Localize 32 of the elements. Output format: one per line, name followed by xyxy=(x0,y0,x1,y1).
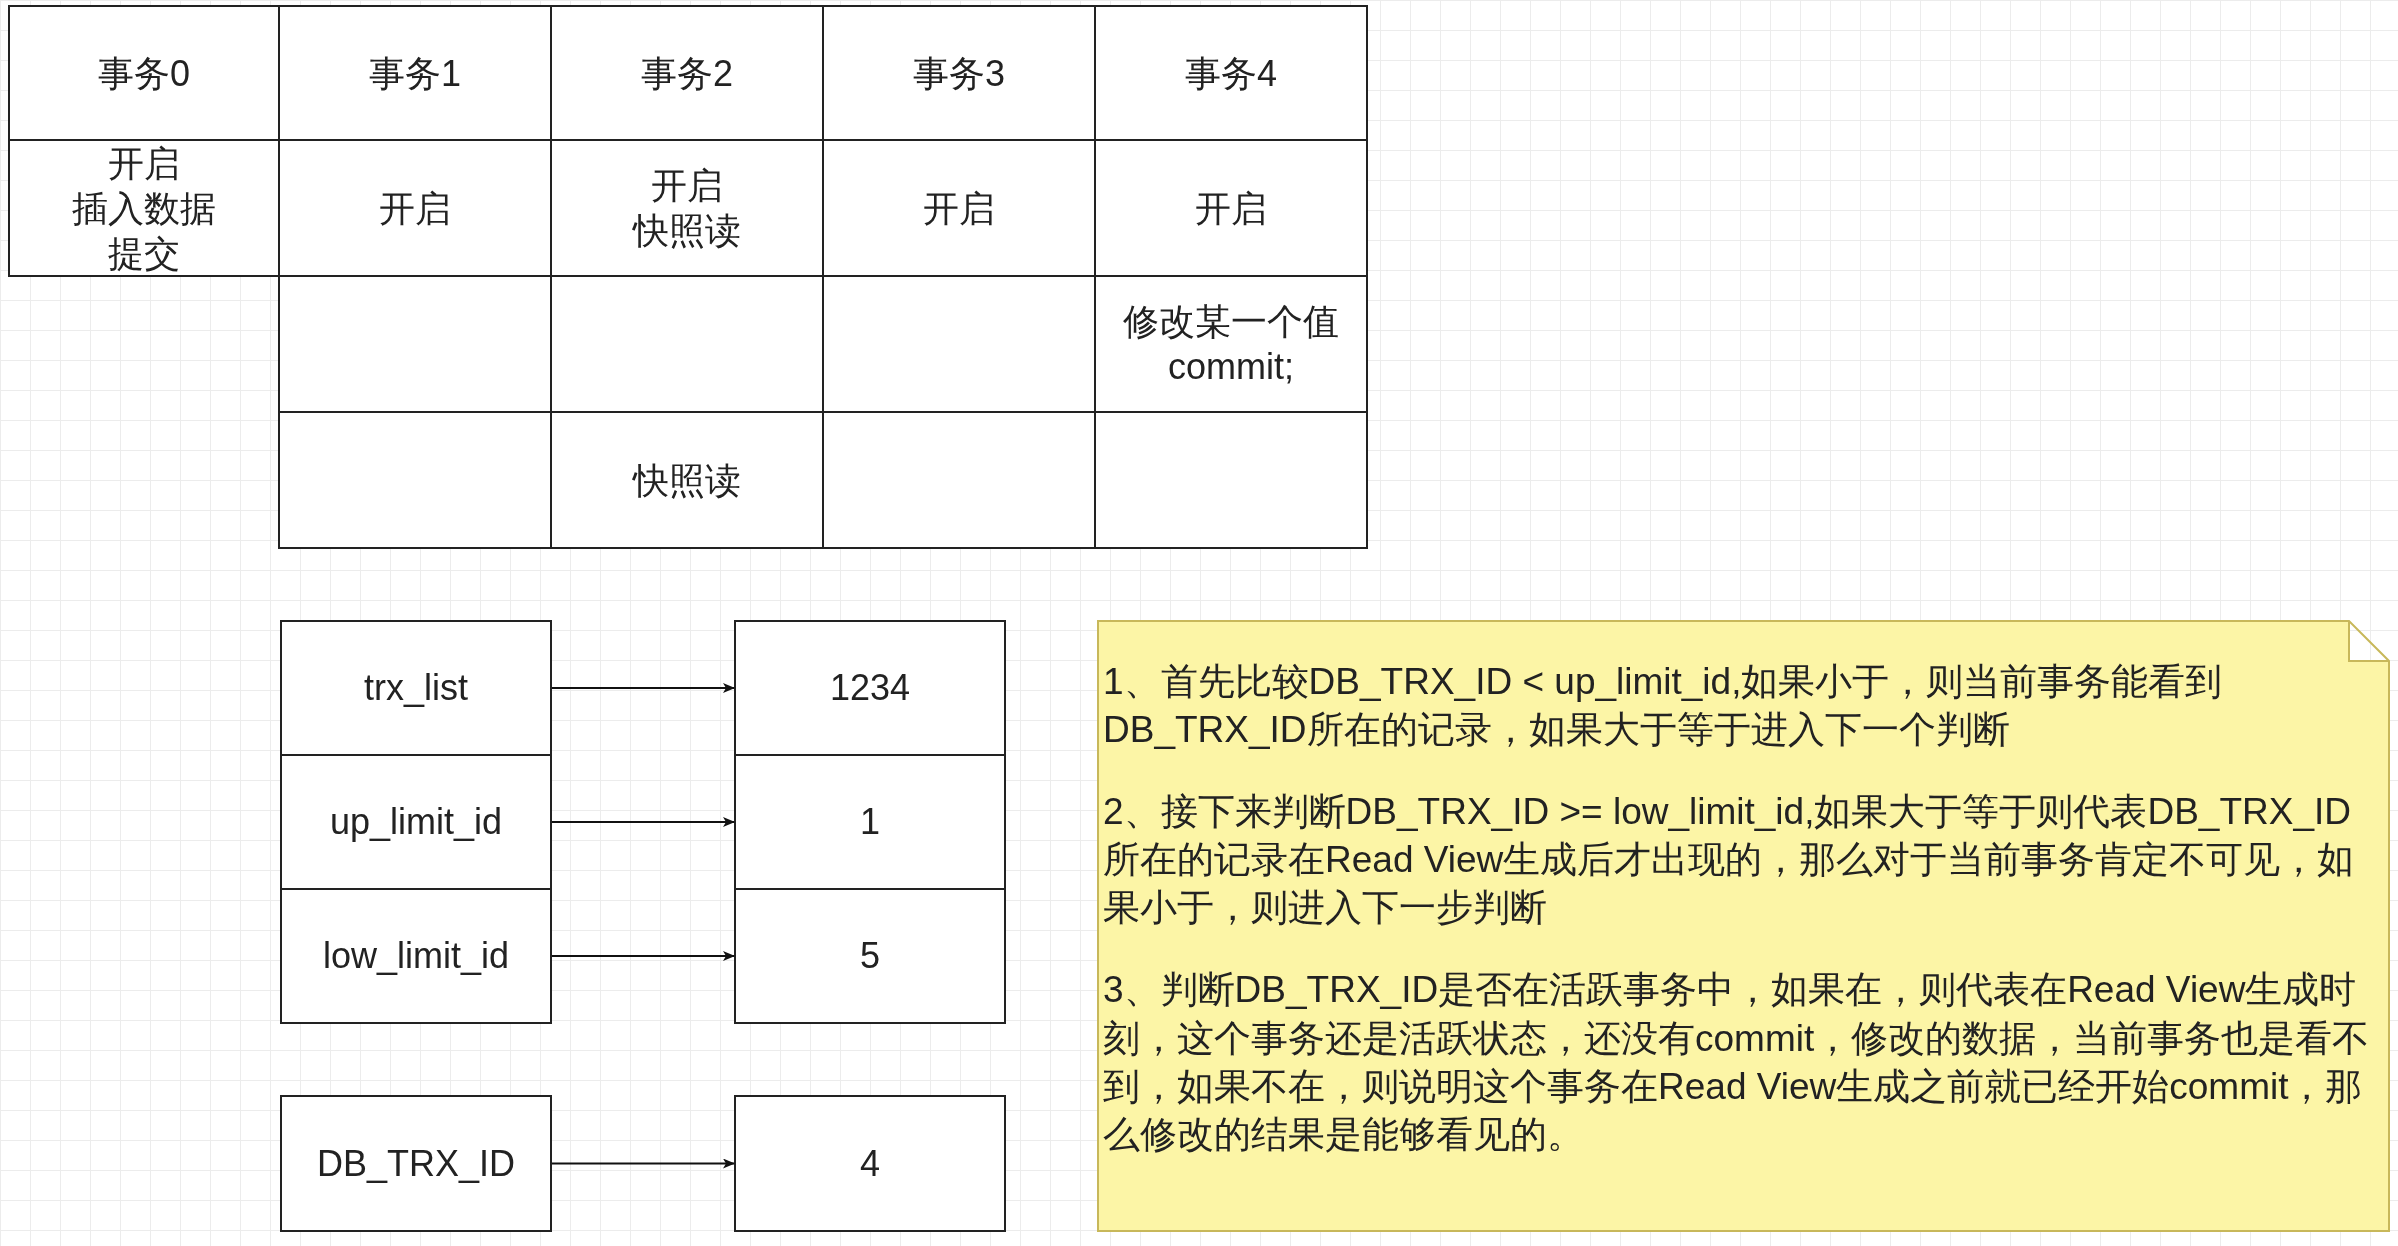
field-box: up_limit_id xyxy=(280,754,552,890)
cell-text: commit; xyxy=(1168,345,1294,389)
value-box: 1234 xyxy=(734,620,1006,756)
field-box: low_limit_id xyxy=(280,888,552,1024)
cell-text: 事务3 xyxy=(913,51,1005,96)
arrow xyxy=(551,951,735,961)
cell-text: 快照读 xyxy=(633,209,741,253)
arrow xyxy=(551,817,735,827)
value-box: 4 xyxy=(734,1095,1006,1232)
value-box: 1 xyxy=(734,754,1006,890)
cell-text: 事务4 xyxy=(1185,51,1277,96)
cell-text: 事务2 xyxy=(641,51,733,96)
cell-text: 开启 xyxy=(379,186,451,231)
sticky-note xyxy=(1097,620,2390,1232)
note-paragraph: 2、接下来判断DB_TRX_ID >= low_limit_id,如果大于等于则代表DB_TRX_ID所在的记录在Read View生成后才出现的，那么对于当前事务肯定不可见，如果小于，则进入下一步判断 xyxy=(1103,790,2356,931)
cell-text: 开启 xyxy=(1195,186,1267,231)
value-box: 5 xyxy=(734,888,1006,1024)
arrow xyxy=(551,1158,735,1169)
note-paragraph: 3、判断DB_TRX_ID是否在活跃事务中，如果在，则代表在Read View生成时刻，这个事务还是活跃状态，还没有commit，修改的数据，当前事务也是看不到，如果不在，则说明这个事务在Read View生成之前就已经开始commit，那么修改的结果是能够看见的。 xyxy=(1103,968,2371,1157)
field-box: DB_TRX_ID xyxy=(280,1095,552,1232)
cell-text: 事务0 xyxy=(98,51,190,96)
arrow xyxy=(551,683,735,693)
cell-text: 开启 xyxy=(651,164,723,208)
cell-text: 快照读 xyxy=(633,458,741,503)
cell-text: 开启 xyxy=(108,141,180,186)
field-box: trx_list xyxy=(280,620,552,756)
cell-text: 提交 xyxy=(108,231,180,276)
cell-text: 修改某一个值 xyxy=(1123,300,1339,344)
cell-text: 开启 xyxy=(923,186,995,231)
cell-text: 事务1 xyxy=(369,51,461,96)
note-paragraph: 1、首先比较DB_TRX_ID < up_limit_id,如果小于，则当前事务能看到DB_TRX_ID所在的记录，如果大于等于进入下一个判断 xyxy=(1103,660,2224,753)
cell-text: 插入数据 xyxy=(72,186,216,231)
